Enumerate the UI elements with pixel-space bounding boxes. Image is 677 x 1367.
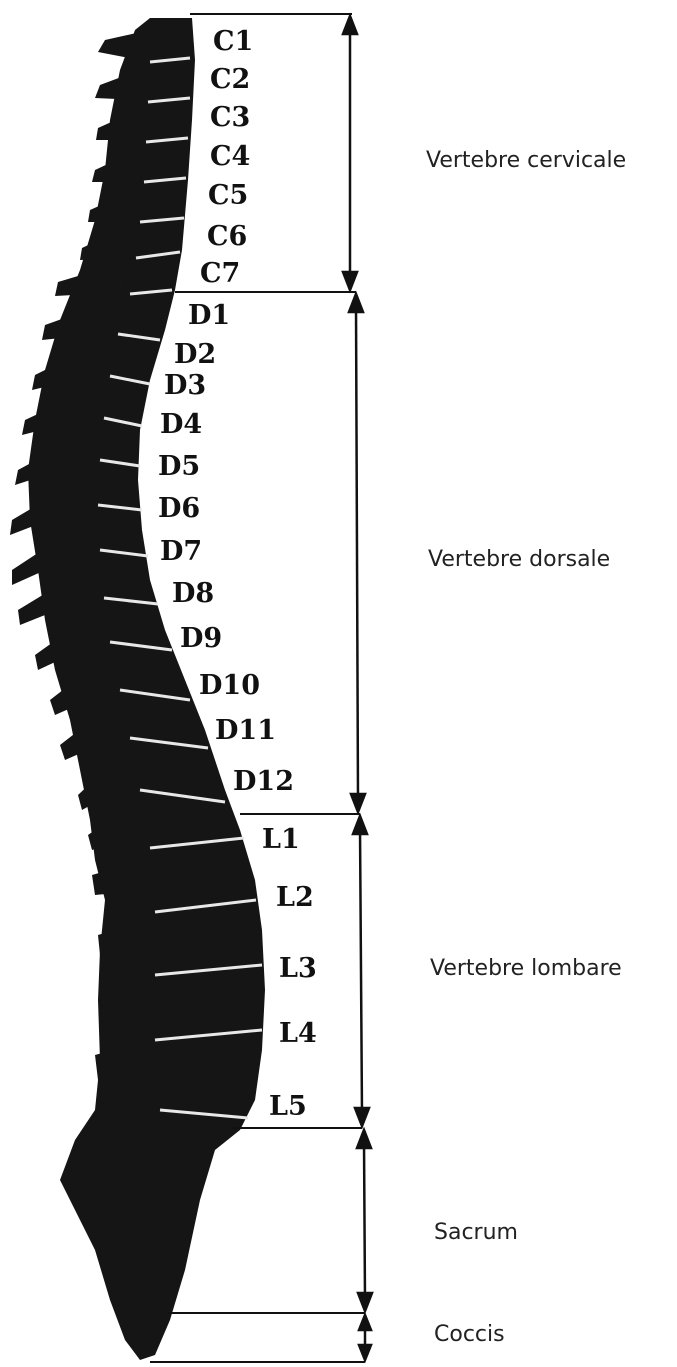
- vertebra-label-c6: C6: [207, 223, 247, 250]
- vertebra-label-d2: D2: [174, 341, 216, 368]
- vertebra-label-d4: D4: [160, 411, 202, 438]
- vertebra-label-d3: D3: [164, 372, 206, 399]
- region-label-sacrum: Sacrum: [434, 1222, 518, 1244]
- vertebra-label-c5: C5: [208, 182, 248, 209]
- vertebra-label-l5: L5: [269, 1093, 307, 1120]
- vertebra-label-c2: C2: [210, 66, 250, 93]
- region-label-cervical: Vertebre cervicale: [426, 150, 626, 172]
- region-label-dorsal: Vertebre dorsale: [428, 549, 610, 571]
- region-label-lumbar: Vertebre lombare: [430, 958, 622, 980]
- vertebra-label-d9: D9: [180, 625, 222, 652]
- vertebra-label-d7: D7: [160, 538, 202, 565]
- vertebra-label-c1: C1: [213, 28, 253, 55]
- vertebra-label-d8: D8: [172, 580, 214, 607]
- region-label-coccyx: Coccis: [434, 1324, 505, 1346]
- vertebra-label-c3: C3: [210, 104, 250, 131]
- vertebra-label-l1: L1: [262, 826, 300, 853]
- range-arrows: [343, 16, 372, 1360]
- vertebra-label-c7: C7: [200, 260, 240, 287]
- vertebra-label-d6: D6: [158, 495, 200, 522]
- vertebra-label-l4: L4: [279, 1020, 317, 1047]
- vertebra-label-d12: D12: [233, 768, 294, 795]
- vertebra-label-l2: L2: [276, 884, 314, 911]
- vertebra-label-d11: D11: [215, 717, 276, 744]
- vertebra-label-l3: L3: [279, 955, 317, 982]
- vertebra-label-c4: C4: [210, 143, 250, 170]
- vertebra-label-d5: D5: [158, 453, 200, 480]
- vertebra-label-d1: D1: [188, 302, 230, 329]
- vertebra-label-d10: D10: [199, 672, 260, 699]
